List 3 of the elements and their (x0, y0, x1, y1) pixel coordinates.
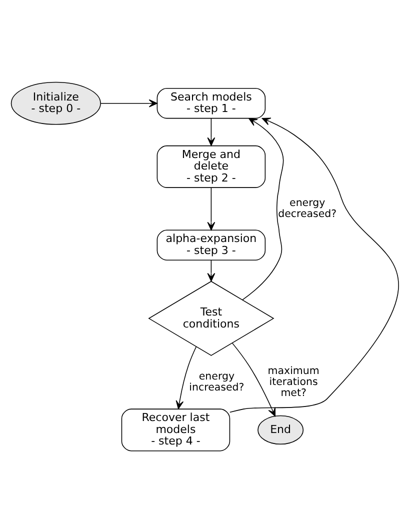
edge-label: energy decreased? (278, 196, 337, 220)
edge-label: maximum iterations met? (268, 364, 320, 398)
edge-label: energy increased? (189, 370, 244, 393)
